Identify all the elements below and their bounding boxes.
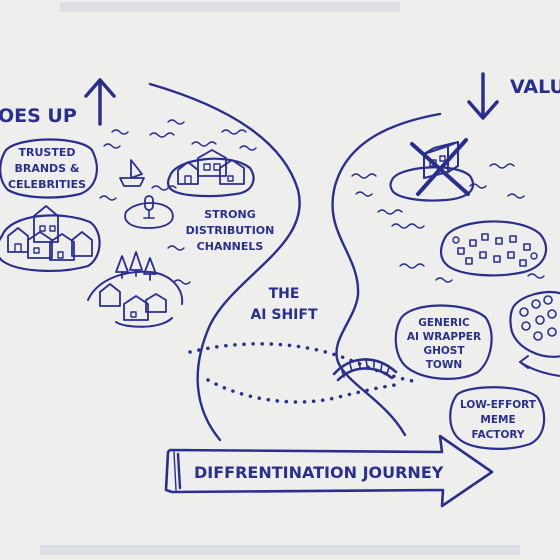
- differentiation-journey-arrow: [164, 434, 494, 508]
- svg-text:STRONG: STRONG: [204, 208, 255, 221]
- generic-ai-wrapper-island: [394, 304, 493, 380]
- arrow-down-icon: [467, 72, 499, 120]
- bridge-icon: [332, 358, 398, 382]
- ai-shift-label: THE AI SHIFT: [250, 286, 317, 323]
- microphone-island: [124, 195, 174, 229]
- strong-distribution-label: STRONG DISTRIBUTION CHANNELS: [186, 208, 275, 253]
- meme-factory-label: LOW-EFFORT MEME FACTORY: [460, 399, 537, 441]
- tree-icon: [143, 257, 157, 281]
- crowded-island-edge: [509, 290, 560, 377]
- crossed-out-island: [389, 138, 475, 202]
- house-icon: [99, 283, 121, 307]
- meme-factory-island: [449, 386, 546, 450]
- trusted-brands-label: TRUSTED BRANDS & CELEBRITIES: [8, 146, 86, 191]
- house-icon: [33, 205, 59, 243]
- tree-icon: [115, 255, 129, 279]
- boat-icon: [119, 159, 145, 187]
- svg-text:TOWN: TOWN: [426, 359, 462, 371]
- tree-icon: [129, 251, 143, 277]
- forest-hill: [87, 251, 184, 328]
- svg-text:LOW-EFFORT: LOW-EFFORT: [460, 399, 537, 411]
- houses-island-center: [166, 149, 255, 198]
- svg-text:BRANDS &: BRANDS &: [14, 162, 79, 175]
- trusted-brands-island: [0, 138, 98, 199]
- svg-text:CELEBRITIES: CELEBRITIES: [8, 178, 86, 191]
- generic-ai-wrapper-label: GENERIC AI WRAPPER GHOST TOWN: [407, 317, 481, 371]
- svg-text:TRUSTED: TRUSTED: [19, 146, 76, 159]
- journey-path: [188, 342, 422, 404]
- svg-text:DISTRIBUTION: DISTRIBUTION: [186, 224, 275, 237]
- svg-text:GHOST: GHOST: [423, 345, 465, 357]
- river-banks: [148, 82, 442, 442]
- right-header-title: VALU: [510, 76, 560, 98]
- svg-text:AI WRAPPER: AI WRAPPER: [407, 331, 481, 343]
- waves-left: [99, 119, 257, 285]
- house-icon: [49, 233, 75, 261]
- waves-right: [351, 163, 545, 283]
- svg-text:MEME: MEME: [480, 414, 515, 426]
- microphone-icon: [143, 195, 155, 219]
- crowded-island: [439, 220, 548, 277]
- svg-text:THE: THE: [269, 286, 300, 302]
- svg-text:AI SHIFT: AI SHIFT: [250, 307, 317, 323]
- house-icon: [123, 295, 149, 321]
- house-icon: [177, 161, 199, 185]
- village-island-left: [0, 205, 101, 273]
- house-icon: [27, 231, 53, 259]
- left-header-title: OES UP: [0, 105, 77, 127]
- background-bleed: [40, 2, 520, 555]
- house-icon: [197, 149, 227, 177]
- house-icon: [145, 293, 167, 313]
- house-icon: [7, 227, 29, 253]
- house-icon: [219, 159, 245, 185]
- svg-text:FACTORY: FACTORY: [471, 429, 524, 441]
- differentiation-journey-label: DIFFRENTINATION JOURNEY: [194, 463, 444, 482]
- house-icon: [71, 231, 93, 257]
- arrow-up-icon: [84, 78, 116, 126]
- svg-text:GENERIC: GENERIC: [418, 317, 470, 329]
- svg-text:CHANNELS: CHANNELS: [197, 240, 264, 253]
